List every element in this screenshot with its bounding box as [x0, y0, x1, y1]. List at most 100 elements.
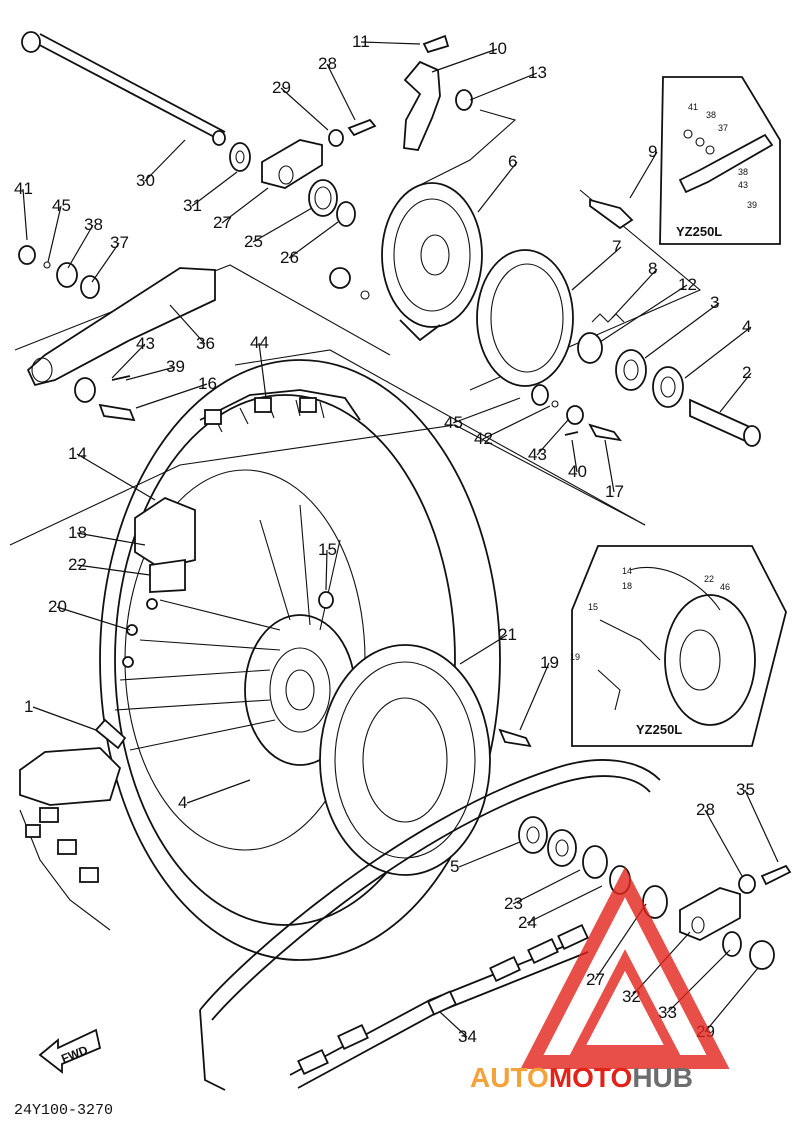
leader-line-7	[571, 246, 622, 291]
leader-line-41	[22, 188, 28, 241]
leader-line-11	[360, 41, 421, 45]
rear-axle	[21, 31, 226, 146]
callout-39: 39	[166, 357, 185, 376]
callout-27: 27	[213, 213, 232, 232]
callout-15: 15	[318, 540, 337, 559]
callout-25: 25	[244, 232, 263, 251]
leader-line-14	[76, 453, 156, 501]
callout-6: 6	[508, 152, 517, 171]
inset-label-38b: 38	[738, 167, 748, 177]
leader-line-4	[684, 326, 752, 379]
callout-4: 4	[178, 793, 187, 812]
callout-11: 11	[352, 32, 370, 51]
leader-line-44	[258, 342, 267, 399]
drive-chain	[199, 759, 661, 1091]
leader-line-23	[512, 869, 581, 905]
left-adjuster-parts	[229, 118, 377, 227]
leader-line-20	[56, 606, 131, 631]
inset-hub-variant: 14 18 15 19 22 46 YZ250L	[570, 545, 787, 747]
leader-line-31	[191, 171, 238, 207]
callout-33: 33	[658, 1003, 677, 1022]
callout-29: 29	[272, 78, 291, 97]
callout-13: 13	[528, 63, 547, 82]
inset-label-41: 41	[688, 102, 698, 112]
leader-line-12	[599, 284, 688, 343]
leader-line-25	[252, 207, 313, 243]
leader-line-27	[221, 187, 269, 224]
leader-line-4	[186, 779, 251, 804]
leader-line-28	[326, 63, 356, 121]
leader-line-30	[144, 139, 186, 182]
watermark-text: AUTOMOTOHUB	[470, 1062, 693, 1093]
leader-line-33	[666, 949, 731, 1014]
callout-19: 19	[540, 653, 559, 672]
inset-caption-2: YZ250L	[636, 722, 682, 737]
callout-30: 30	[136, 171, 155, 190]
callout-16: 16	[198, 374, 217, 393]
callout-18: 18	[68, 523, 87, 542]
leader-line-2	[719, 372, 752, 413]
leader-line-15	[325, 549, 328, 591]
callout-4: 4	[742, 317, 751, 336]
callout-42: 42	[474, 429, 493, 448]
callout-31: 31	[183, 196, 202, 215]
callout-7: 7	[612, 237, 621, 256]
inset-label-38a: 38	[706, 110, 716, 120]
watermark-logo-triangle	[520, 866, 730, 1069]
leader-line-43	[536, 419, 569, 456]
callout-2: 2	[742, 363, 751, 382]
callout-1: 1	[24, 697, 33, 716]
callout-43: 43	[528, 445, 547, 464]
leader-line-42	[482, 405, 551, 440]
brake-bolt	[589, 198, 634, 230]
leader-line-21	[459, 634, 508, 665]
callout-40: 40	[568, 462, 587, 481]
callout-45: 45	[52, 196, 71, 215]
inset-label-37: 37	[718, 123, 728, 133]
wheel-spokes	[114, 504, 341, 751]
callout-5: 5	[450, 857, 459, 876]
rear-sprocket	[319, 644, 532, 876]
callout-27: 27	[586, 970, 605, 989]
leader-line-28	[704, 809, 743, 877]
leader-line-19	[519, 662, 550, 731]
brake-cam-lever	[403, 34, 473, 151]
callout-12: 12	[678, 275, 697, 294]
leader-line-6	[477, 161, 518, 213]
leader-line-37	[91, 242, 120, 283]
callout-24: 24	[518, 913, 537, 932]
callout-23: 23	[504, 894, 523, 913]
leader-line-35	[744, 789, 779, 863]
inset-caption-1: YZ250L	[676, 224, 722, 239]
leader-line-26	[288, 221, 339, 259]
inset-label-18: 18	[622, 581, 632, 591]
callout-21: 21	[498, 625, 517, 644]
leader-line-34	[439, 1011, 468, 1038]
inset-label-14: 14	[622, 566, 632, 576]
watermark-moto: MOTO	[549, 1062, 632, 1093]
watermark-hub: HUB	[632, 1062, 693, 1093]
callout-10: 10	[488, 39, 507, 58]
callout-26: 26	[280, 248, 299, 267]
callout-9: 9	[648, 142, 657, 161]
leader-line-17	[604, 439, 615, 493]
leader-line-18	[76, 532, 146, 546]
callout-17: 17	[605, 482, 624, 501]
leader-line-45	[47, 205, 62, 263]
inset-label-19: 19	[570, 652, 580, 662]
inset-label-39: 39	[747, 200, 757, 210]
callout-20: 20	[48, 597, 67, 616]
diagram-code: 24Y100-3270	[14, 1102, 113, 1119]
watermark-auto: AUTO	[470, 1062, 549, 1093]
leader-line-16	[135, 383, 208, 409]
inset-tension-bar: 41 38 37 38 43 39 YZ250L	[659, 76, 781, 245]
callout-37: 37	[110, 233, 129, 252]
callout-28: 28	[696, 800, 715, 819]
leader-line-1	[32, 706, 97, 731]
callout-45: 45	[444, 413, 463, 432]
automotohub-watermark: AUTOMOTOHUB	[470, 866, 730, 1093]
leader-line-29	[704, 967, 759, 1033]
leader-line-9	[629, 151, 658, 199]
brake-shoe-plate	[381, 182, 483, 342]
